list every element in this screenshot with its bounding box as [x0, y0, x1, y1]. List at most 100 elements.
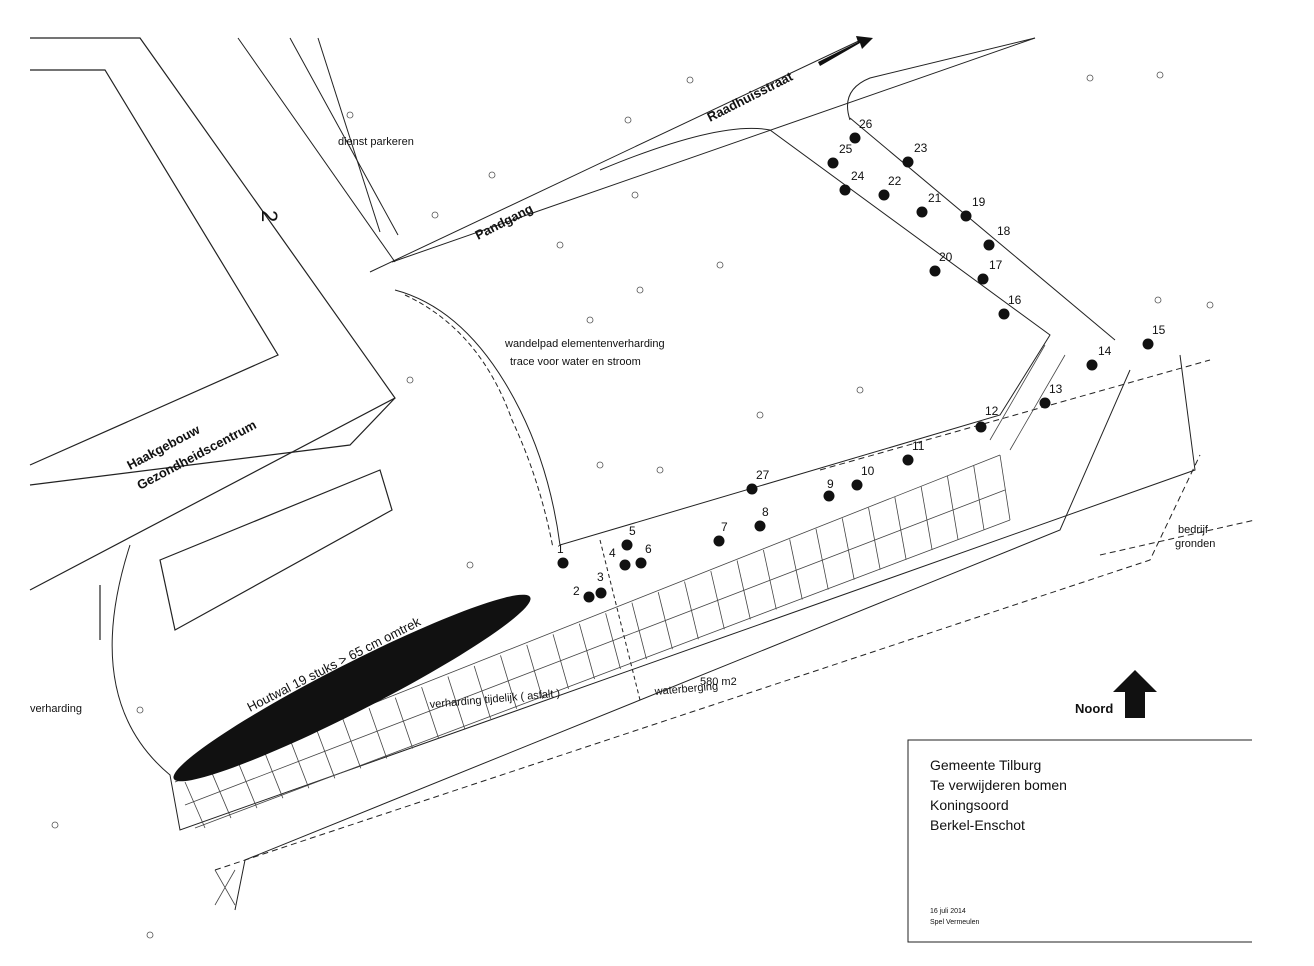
survey-mark — [856, 386, 864, 394]
walking-path — [404, 294, 554, 549]
building-number: 2 — [257, 210, 282, 222]
tree-number-label: 27 — [756, 468, 770, 482]
site-boundary-bottom — [214, 454, 1201, 871]
north-arrow-shape — [1113, 670, 1157, 718]
survey-mark — [624, 116, 632, 124]
grid-cell-line — [973, 465, 985, 530]
survey-mark — [466, 561, 474, 569]
tree-marker — [713, 535, 725, 547]
tree-number-label: 18 — [997, 224, 1011, 238]
grid-cell-line — [710, 570, 725, 630]
tree-number-label: 6 — [645, 542, 652, 556]
grid-cell-line — [920, 486, 933, 550]
tree-marker — [849, 132, 861, 144]
survey-mark — [346, 111, 354, 119]
survey-mark — [686, 76, 694, 84]
grid-stair — [989, 344, 1046, 441]
survey-mark — [636, 286, 644, 294]
grid-cell-line — [316, 729, 336, 779]
lower-curb — [111, 354, 1196, 831]
tree-marker — [1086, 359, 1098, 371]
grid-cell-line — [210, 771, 232, 819]
grid-cell-line — [999, 454, 1011, 521]
tree-number-label: 4 — [609, 546, 616, 560]
water-label: waterberging — [653, 680, 718, 698]
grid-cell-line — [789, 539, 803, 600]
grid-cell-line — [894, 497, 907, 560]
grid-cell-line — [473, 665, 492, 719]
building-annex — [159, 469, 393, 631]
survey-mark — [406, 376, 414, 384]
survey-mark — [51, 821, 59, 829]
grid-cell-line — [421, 686, 440, 739]
survey-mark — [1206, 301, 1214, 309]
tree-marker — [977, 273, 989, 285]
road-curve — [847, 37, 1036, 121]
tree-marker — [823, 490, 835, 502]
tree-number-label: 7 — [721, 520, 728, 534]
legend-line-2: Te verwijderen bomen — [930, 777, 1067, 793]
right-dashed — [1099, 519, 1256, 556]
grid-cell-line — [500, 655, 517, 709]
tree-number-label: 20 — [939, 250, 953, 264]
paving-grid — [174, 344, 1066, 906]
survey-mark — [136, 706, 144, 714]
tree-marker — [621, 539, 633, 551]
survey-mark — [488, 171, 496, 179]
grid-cell-line — [447, 676, 466, 729]
grid-cell-line — [342, 718, 362, 769]
building-edge — [29, 397, 396, 486]
tree-marker — [983, 239, 995, 251]
grid-cell-line — [552, 634, 569, 690]
direction-arrow-icon — [818, 36, 873, 66]
building-outline-inner — [29, 69, 279, 466]
road-right — [849, 117, 1116, 341]
grid-stair — [1009, 354, 1066, 451]
tree-marker — [902, 454, 914, 466]
tree-marker — [929, 265, 941, 277]
survey-mark — [586, 316, 594, 324]
area-label: 580 m2 — [700, 676, 737, 688]
grid-cell-line — [947, 476, 959, 540]
legend-border — [907, 739, 1252, 943]
tree-marker — [902, 156, 914, 168]
grid-cell-line — [736, 560, 751, 620]
grid-verticals — [184, 454, 1011, 829]
dashed-boundary — [819, 359, 1211, 471]
parking-strip-1 — [237, 37, 396, 263]
tree-number-label: 13 — [1049, 382, 1063, 396]
buildings — [29, 37, 396, 640]
north-arrow-icon — [1113, 670, 1157, 718]
legend-author: Spel Vermeulen — [930, 919, 980, 926]
grid-cell-line — [394, 697, 414, 749]
tree-number-label: 11 — [912, 439, 925, 453]
street-raadhuisstraat: Raadhuisstraat — [705, 68, 796, 124]
right-corner-edge — [234, 369, 1131, 911]
tree-marker — [746, 483, 758, 495]
tree-number-label: 14 — [1098, 344, 1112, 358]
survey-mark — [656, 466, 664, 474]
edge-right-label-1: bedrijf — [1178, 524, 1209, 536]
tree-number-label: 24 — [851, 169, 865, 183]
tree-number-label: 23 — [914, 141, 928, 155]
survey-mark — [756, 411, 764, 419]
grid-cell-line — [289, 739, 310, 789]
grid-cell-line — [605, 613, 621, 670]
tree-marker — [595, 587, 607, 599]
grid-cell-line — [868, 507, 881, 570]
tree-marker — [619, 559, 631, 571]
tree-marker — [960, 210, 972, 222]
edge-left-label: verharding — [30, 703, 82, 715]
grid-line — [194, 519, 1011, 829]
edge-right-label-2: gronden — [1175, 538, 1215, 550]
survey-mark — [596, 461, 604, 469]
grid-cell-line — [815, 528, 829, 590]
tree-number-label: 25 — [839, 142, 853, 156]
tree-number-label: 21 — [928, 191, 942, 205]
pandgang-edge-bottom — [391, 37, 1036, 263]
grid-cell-line — [237, 760, 258, 809]
grid-cell-line — [184, 781, 206, 829]
tree-number-label: 22 — [888, 174, 902, 188]
grid-cell-line — [578, 623, 595, 680]
